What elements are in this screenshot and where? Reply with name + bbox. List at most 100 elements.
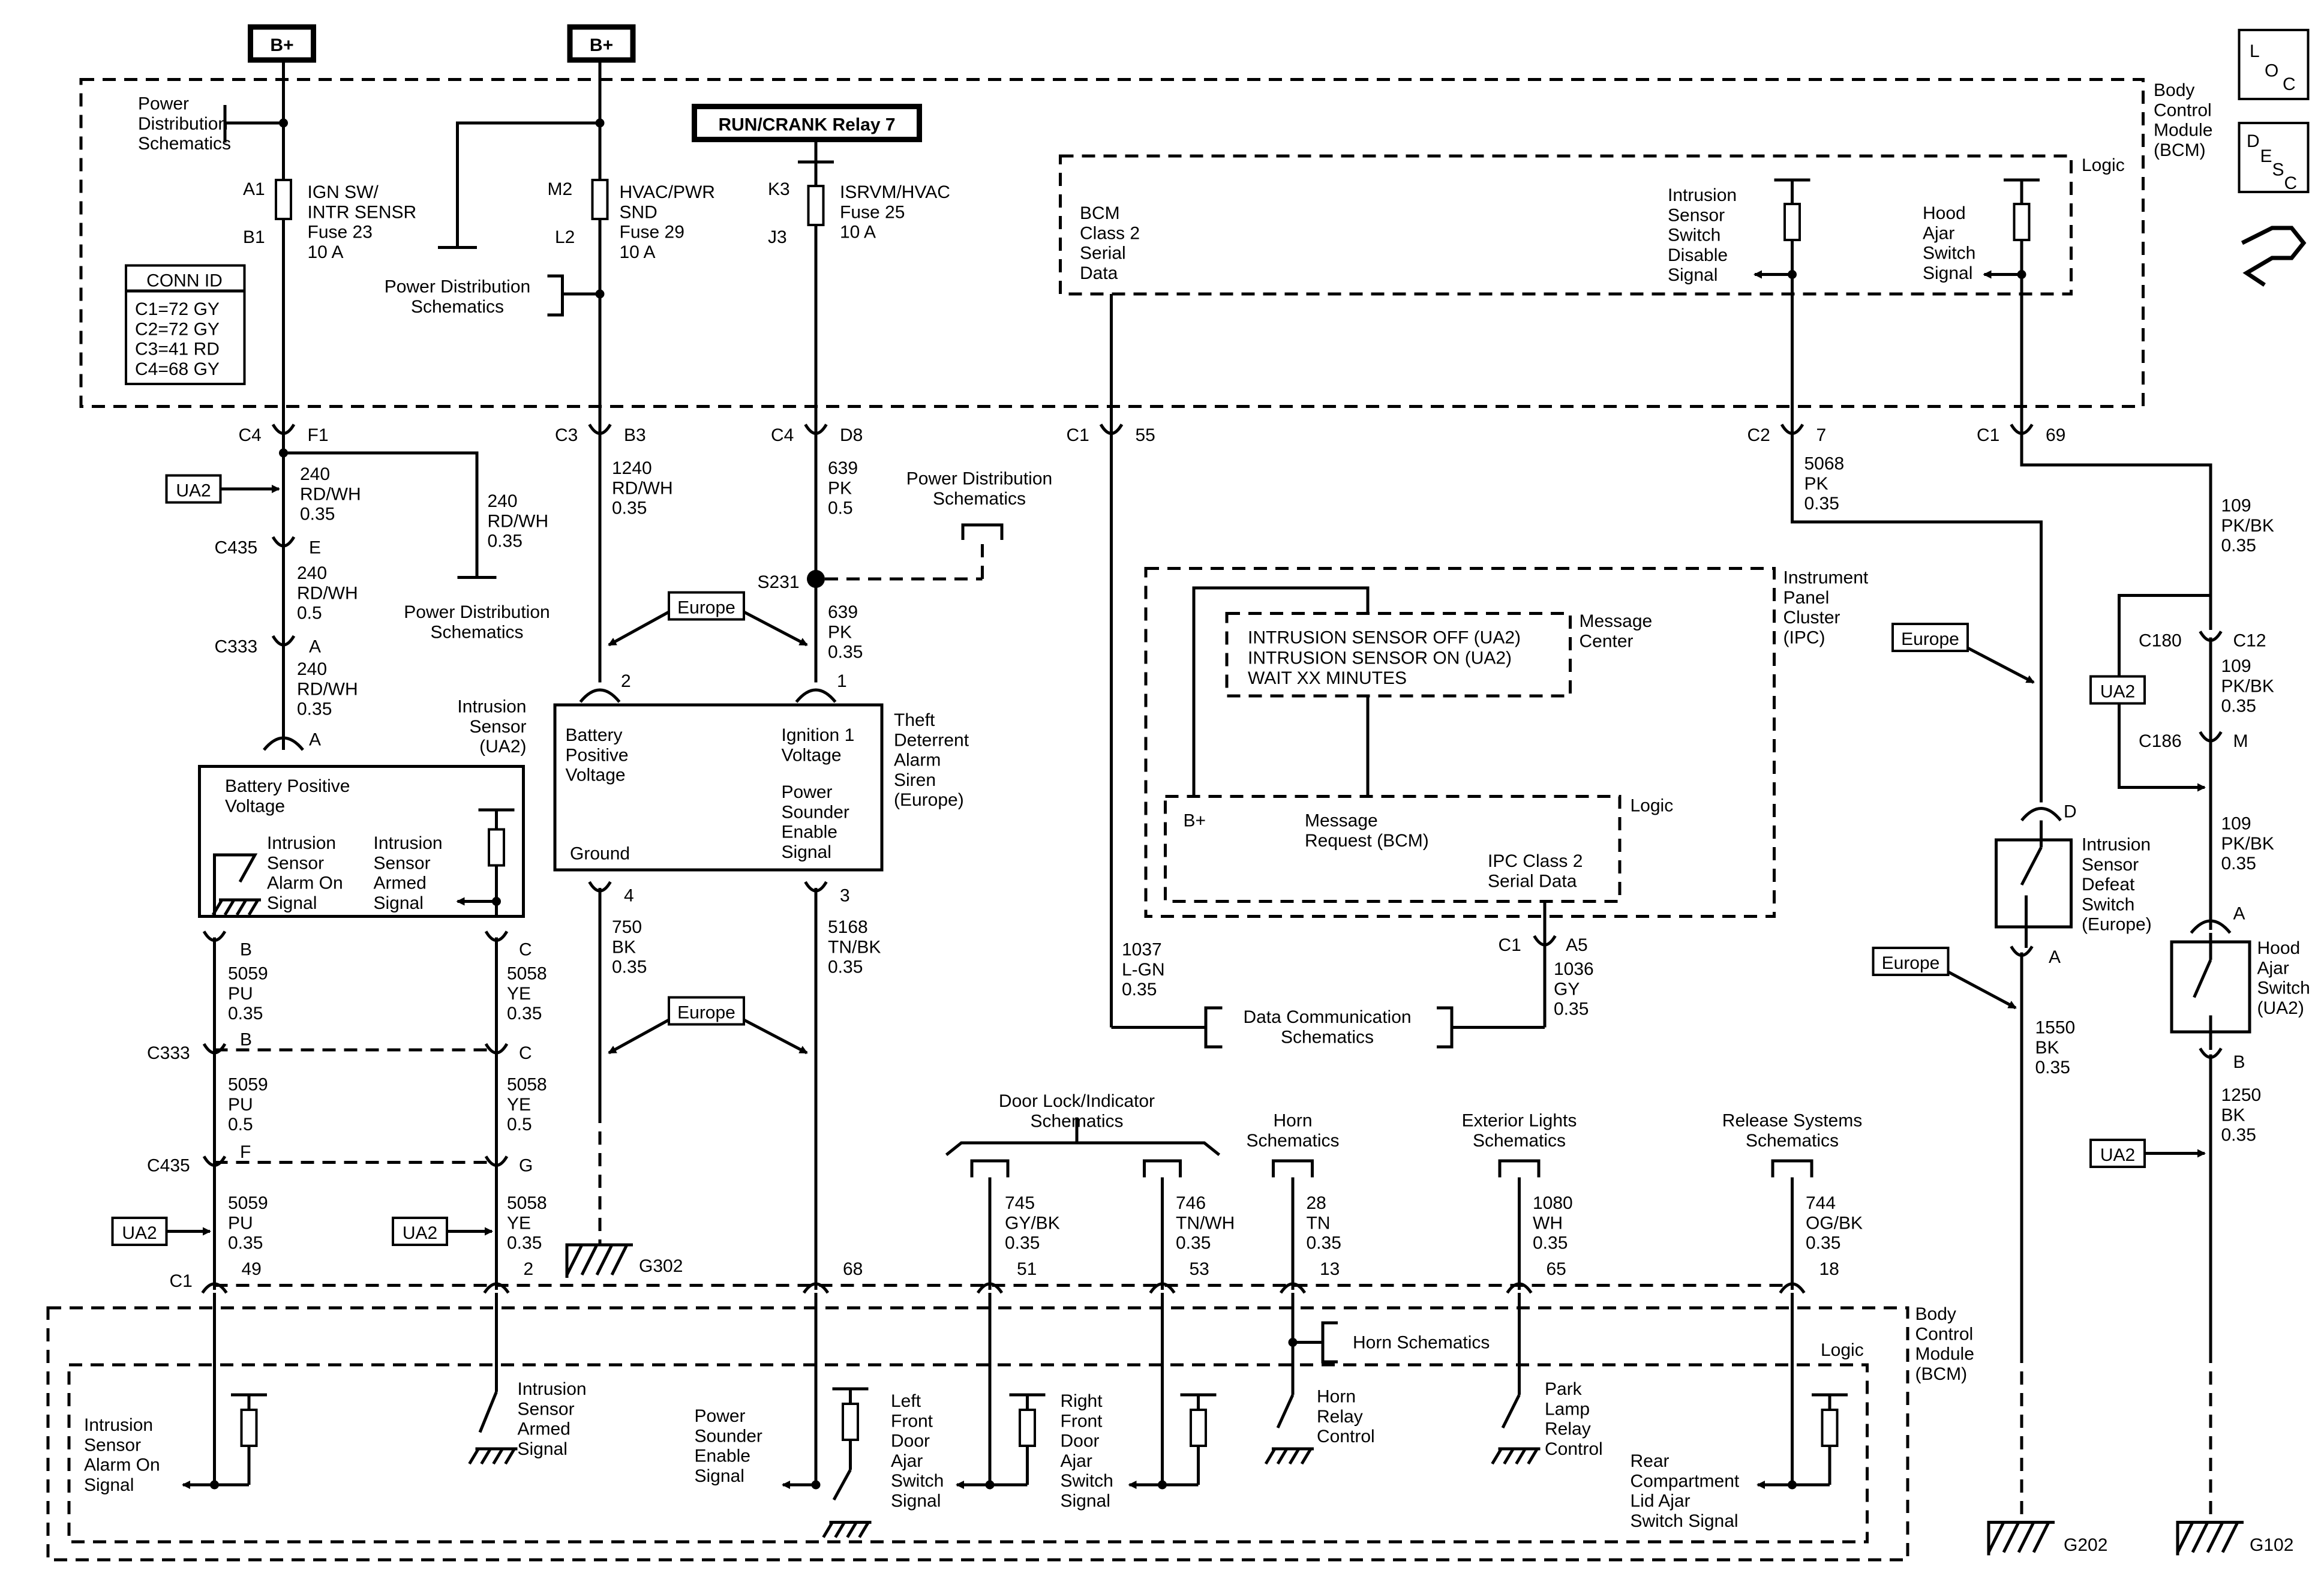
label: L-GN (1122, 960, 1165, 980)
fuse (591, 179, 609, 220)
wire (1272, 1159, 1314, 1178)
label: C333 (215, 637, 258, 657)
label: G202 (2064, 1535, 2107, 1555)
run-crank-relay-label: RUN/CRANK Relay 7 (718, 115, 895, 135)
label: Fuse 29 (620, 223, 684, 242)
ua2-tag-label: UA2 (403, 1223, 437, 1243)
splice-dot (492, 897, 501, 906)
connector-symbol (201, 1282, 228, 1294)
label: S (2272, 160, 2284, 180)
run-crank-relay (692, 104, 922, 142)
label: Battery (566, 725, 623, 745)
theft-deterrent-siren (553, 703, 884, 872)
label: C180 (2139, 631, 2182, 651)
label: Front (891, 1411, 933, 1431)
label: C12 (2233, 631, 2266, 651)
label: 5068 (1804, 454, 1845, 474)
label: 0.35 (828, 643, 863, 662)
arrow (743, 1018, 808, 1055)
label: 0.35 (1176, 1233, 1211, 1253)
arrow (608, 1018, 670, 1055)
wire (1501, 1394, 1521, 1429)
label: ISRVM/HVAC (840, 182, 950, 202)
label: Signal (1061, 1491, 1110, 1511)
ground-symbol (846, 1521, 858, 1538)
label: 65 (1547, 1259, 1566, 1279)
label: O (2265, 61, 2278, 81)
label: B1 (243, 227, 265, 247)
label: 109 (2221, 814, 2251, 834)
label: INTRUSION SENSOR ON (UA2) (1248, 648, 1512, 668)
label: Ground (570, 844, 630, 864)
label: Signal (782, 842, 831, 862)
label: Lid Ajar (1631, 1491, 1691, 1511)
label: BK (2035, 1038, 2059, 1058)
label: Ajar (891, 1451, 923, 1471)
connector-symbol (484, 1043, 509, 1055)
label: 5059 (228, 964, 268, 984)
label: 1037 (1122, 940, 1162, 960)
connector-symbol (1780, 424, 1804, 435)
label: Panel (1783, 588, 1830, 608)
wire (945, 1141, 1221, 1156)
label: 639 (828, 602, 858, 622)
europe-tag-label: Europe (677, 1003, 735, 1023)
label: Power Distribution (404, 602, 550, 622)
ground-symbol (610, 1244, 629, 1276)
label: 0.35 (228, 1233, 263, 1253)
label: Release Systems (1722, 1111, 1862, 1131)
label: C1 (170, 1271, 193, 1291)
ipc-boundary (1144, 567, 1776, 918)
label: PK/BK (2221, 516, 2274, 536)
label: Body (1915, 1304, 1956, 1324)
connector-symbol (2010, 424, 2034, 435)
ua2-tag-label: UA2 (122, 1223, 157, 1243)
connector-symbol (2020, 807, 2062, 822)
connector-symbol (1533, 935, 1557, 947)
connector-symbol (804, 424, 828, 435)
resistor (488, 828, 505, 867)
label: Logic (1821, 1340, 1864, 1360)
label: IGN SW/ (308, 182, 379, 202)
label: 1250 (2221, 1085, 2262, 1105)
label: 0.35 (1554, 999, 1589, 1019)
label: YE (507, 1095, 531, 1115)
label: B (240, 940, 252, 960)
label: RD/WH (297, 679, 358, 699)
label: Fuse 25 (840, 202, 905, 222)
label: Body (2154, 80, 2194, 100)
arrow (608, 610, 670, 647)
label: Switch (2257, 978, 2310, 998)
connector-symbol (1506, 1282, 1533, 1294)
label: GY (1554, 979, 1580, 999)
label: INTRUSION SENSOR OFF (UA2) (1248, 628, 1521, 648)
connector-symbol (202, 1043, 227, 1055)
ground-symbol (480, 1448, 492, 1465)
label: Right (1061, 1391, 1103, 1411)
label: TN (1307, 1213, 1331, 1233)
ground-symbol (1987, 1521, 2005, 1553)
ground-symbol (468, 1448, 480, 1465)
label: B3 (624, 425, 646, 445)
label: 746 (1176, 1193, 1206, 1213)
label: A (309, 730, 321, 750)
connector-symbol (483, 1282, 510, 1294)
label: Deterrent (894, 730, 969, 750)
label: F1 (308, 425, 329, 445)
desc-icon (2238, 122, 2310, 193)
wire (1771, 1159, 1813, 1178)
label: OG/BK (1806, 1213, 1863, 1233)
wire (1321, 1321, 1338, 1364)
ua2-tag (2089, 1139, 2146, 1168)
label: TN/WH (1176, 1213, 1235, 1233)
connector-symbol (202, 1155, 227, 1167)
label: Voltage (782, 745, 842, 765)
label: 68 (843, 1259, 863, 1279)
label: 1550 (2035, 1018, 2076, 1038)
ground-symbol (858, 1521, 870, 1538)
label: Horn (1317, 1387, 1356, 1407)
label: Data (1080, 263, 1118, 283)
connector-symbol (1149, 1282, 1176, 1294)
ground-symbol (1276, 1448, 1289, 1465)
label: C333 (147, 1043, 190, 1063)
